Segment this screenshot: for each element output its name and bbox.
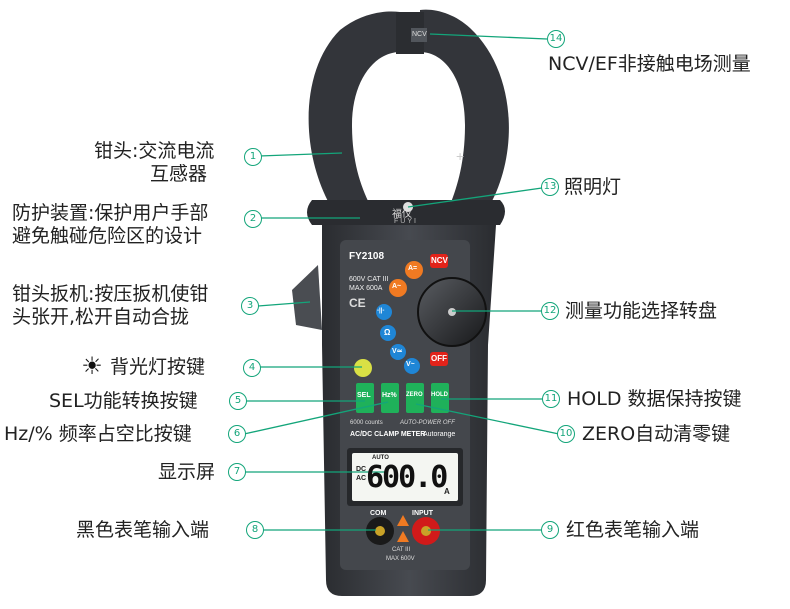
callout-2-number: 2 [244,210,262,228]
btn-label: SEL [357,392,371,399]
hz-button[interactable] [381,383,399,413]
ncv-sensor [411,28,427,42]
hand-guard [307,200,505,225]
callout-4-label: 背光灯按键 [110,356,206,378]
callout-6-label: Hz/% 频率占空比按键 [4,423,192,445]
warning-icon [397,531,409,542]
ncv-label: NCV [431,256,448,265]
backlight-button[interactable] [354,359,372,377]
lcd-mode-ac: AC [356,475,367,482]
callout-14-label: NCV/EF非接触电场测量 [548,53,751,75]
dial-pos-dcamp [405,261,423,279]
callout-1-line2: 互感器 [150,163,208,185]
dial-pos-vac [404,358,420,374]
lcd-unit: A [444,487,450,496]
callout-1-number: 1 [244,148,262,166]
callout-11-number: 11 [542,390,560,408]
auto-off-label: AUTO-POWER OFF [400,420,455,426]
sun-icon: ☀ [81,352,103,380]
counts-label: 6000 counts [350,420,383,426]
off-badge [430,352,448,366]
callout-9-number: 9 [541,521,559,539]
ncv-badge [430,254,448,268]
dial-label: -||- [377,308,385,314]
model-label: FY2108 [349,251,385,262]
lcd-mode-dc: DC [356,466,367,473]
dial-label: A~ [392,283,402,290]
callout-8-number: 8 [246,521,264,539]
btn-label: Hz% [382,392,397,399]
bottom-rating-1: CAT III [392,547,411,553]
hold-button[interactable] [431,383,449,413]
callout-3-number: 3 [241,297,259,315]
dial-label: V≃ [392,348,403,355]
function-dial[interactable] [417,277,487,347]
jaw-plus: + [456,148,465,164]
callout-7-number: 7 [228,463,246,481]
leader-lines [243,33,560,531]
callout-12-label: 测量功能选择转盘 [565,300,718,322]
brand-en: FUYI [394,218,418,225]
brand-cn: 福仪 [392,209,412,220]
dial-label: V~ [406,361,415,368]
clamp-jaw [308,11,400,205]
callout-2-line1: 防护装置:保护用户手部 [12,202,209,224]
callout-3-line2: 头张开,松开自动合拢 [12,306,190,328]
rating-2: MAX 600A [349,285,383,292]
rating-1: 600V CAT III [349,276,389,283]
callout-13-number: 13 [541,178,559,196]
callout-9-label: 红色表笔输入端 [566,519,700,541]
callout-2-line2: 避免触碰危险区的设计 [12,225,203,247]
callout-7-label: 显示屏 [158,461,216,483]
lcd-screen [352,453,458,501]
btn-label: HOLD [431,392,448,398]
warning-icon [397,515,409,526]
meter-title: AC/DC CLAMP METER [350,431,426,438]
trigger [292,265,322,330]
callout-1-line1: 钳头:交流电流 [94,140,215,162]
dial-pos-ohm [380,325,396,341]
callout-3-line1: 钳头扳机:按压扳机使钳 [12,283,209,305]
callout-8-label: 黑色表笔输入端 [76,519,210,541]
ncv-sensor-label: NCV [412,31,427,38]
bottom-rating-2: MAX 600V [386,556,415,562]
callout-5-number: 5 [229,392,247,410]
callout-4-number: 4 [243,359,261,377]
btn-label: ZERO [406,392,423,398]
com-jack[interactable] [366,517,394,545]
callout-10-number: 10 [557,425,575,443]
callout-5-label: SEL功能转换按键 [49,390,198,412]
callout-11-label: HOLD 数据保持按键 [567,388,742,410]
ce-mark: CE [349,296,366,310]
callout-13-label: 照明灯 [564,176,622,198]
autorange-label: Autorange [423,431,456,438]
callout-14-number: 14 [547,30,565,48]
dial-label: A= [408,265,418,272]
callout-12-number: 12 [541,302,559,320]
zero-button[interactable] [406,383,424,413]
lcd-auto: AUTO [372,455,389,461]
input-label: INPUT [412,510,433,517]
dial-pos-vdc [390,344,406,360]
dial-label: Ω [384,328,391,337]
dial-pos-cap [376,304,392,320]
input-jack[interactable] [412,517,440,545]
lcd-value: 600.0 [366,460,448,495]
com-label: COM [370,510,387,517]
off-label: OFF [431,354,447,363]
clamp-jaw [420,9,509,205]
callout-10-label: ZERO自动清零键 [582,423,731,445]
callout-6-number: 6 [228,425,246,443]
dial-pos-acamp [389,279,407,297]
